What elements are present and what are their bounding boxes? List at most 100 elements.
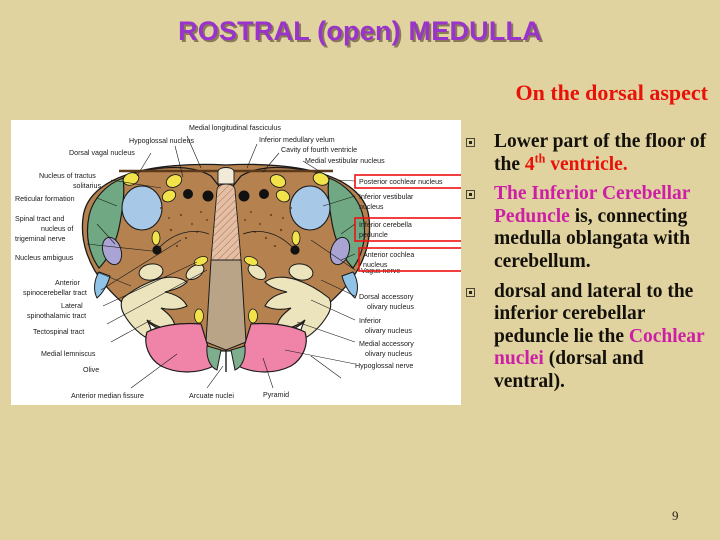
- ventricle-apex: [217, 167, 235, 185]
- label-inferior-vestibular-2: nucleus: [359, 203, 384, 211]
- label-arcuate-nuclei: Arcuate nuclei: [189, 392, 234, 400]
- slide-subtitle: On the dorsal aspect: [515, 80, 709, 105]
- list-item[interactable]: Lower part of the floor of the 4th ventr…: [466, 131, 714, 176]
- dot-mlf-right: [238, 190, 250, 202]
- internal-arcuate-fibers-right: [242, 231, 296, 251]
- bullet-text-2: The Inferior Cerebellar Peduncle is, con…: [475, 183, 714, 273]
- label-medial-lemniscus: Medial lemniscus: [41, 350, 96, 358]
- label-hypoglossal-nucleus: Hypoglossal nucleus: [129, 137, 195, 145]
- left-inferior-olivary-nucleus: [120, 276, 188, 341]
- bullet-text-3: dorsal and lateral to the inferior cereb…: [475, 281, 714, 394]
- label-tectospinal-tract: Tectospinal tract: [33, 328, 84, 336]
- label-nucleus-ambiguus: Nucleus ambiguus: [15, 254, 74, 262]
- list-item[interactable]: dorsal and lateral to the inferior cereb…: [466, 281, 714, 394]
- left-nucleus-tractus-solitarius: [161, 189, 177, 203]
- label-cavity-of-fourth-ventricle: Cavity of fourth ventricle: [281, 146, 357, 154]
- label-posterior-cochlear-nucleus: Posterior cochlear nucleus: [359, 178, 443, 186]
- bullet-1-run-1: 4: [524, 153, 535, 175]
- bullet-list: Lower part of the floor of the 4th ventr…: [466, 131, 714, 401]
- label-nucleus-tractus-solitarius-1: Nucleus of tractus: [39, 172, 96, 180]
- label-hypoglossal-nerve: Hypoglossal nerve: [355, 362, 413, 370]
- label-medial-accessory-olivary-1: Medial accessory: [359, 340, 414, 348]
- dot-mlf-left2: [202, 190, 214, 202]
- bullet-2-run-1: is, connecting medulla oblangata with ce…: [494, 205, 691, 273]
- label-inferior-cerebellar-peduncle-1: Inferior cerebella: [359, 221, 412, 229]
- raphe-hatch: [211, 184, 241, 260]
- left-anterior-spinocerebellar-tract: [94, 271, 111, 299]
- label-inferior-medullary-velum: Inferior medullary velum: [259, 136, 335, 144]
- bullet-1-run-3: ventricle.: [545, 153, 628, 175]
- label-medial-accessory-olivary-2: olivary nucleus: [365, 350, 412, 358]
- medial-lemniscus-band: [205, 259, 247, 351]
- left-dorsal-accessory-olivary-nucleus: [138, 263, 164, 281]
- anatomy-drawing: [81, 163, 371, 373]
- label-dorsal-accessory-olivary-2: olivary nucleus: [367, 303, 414, 311]
- right-spinal-trigeminal-tract: [329, 236, 351, 266]
- dot-mlf-right2: [259, 189, 269, 199]
- label-anterior-cochlear-nucleus-1: Anterior cochlea: [363, 251, 414, 259]
- label-dorsal-accessory-olivary-1: Dorsal accessory: [359, 293, 414, 301]
- left-tectospinal-oval: [291, 230, 301, 246]
- bullet-1-run-0: Lower part of the floor of the: [494, 131, 707, 175]
- label-inferior-olivary-1: Inferior: [359, 317, 382, 325]
- label-dorsal-vagal-nucleus: Dorsal vagal nucleus: [69, 149, 135, 157]
- label-medial-vestibular-nucleus: Medial vestibular nucleus: [305, 157, 385, 165]
- right-medial-accessory-olivary-nucleus: [247, 263, 267, 281]
- bullet-2-run-0: The Inferior Cerebellar Peduncle: [494, 183, 691, 227]
- label-anterior-spinocerebellar-1: Anterior: [55, 279, 80, 287]
- right-small-yellow-nucleus: [243, 256, 259, 266]
- label-anterior-spinocerebellar-2: spinocerebellar tract: [23, 289, 87, 297]
- left-arcuate-nucleus: [206, 345, 222, 371]
- left-hypoglossal-nucleus: [165, 174, 183, 188]
- label-medial-longitudinal-fasciculus: Medial longitudinal fasciculus: [189, 124, 281, 132]
- label-olive: Olive: [83, 366, 99, 374]
- label-reticular-formation: Reticular formation: [15, 195, 75, 203]
- label-spinal-tract-3: trigeminal nerve: [15, 235, 66, 243]
- right-yellow-oval-low: [248, 308, 258, 324]
- label-inferior-olivary-2: olivary nucleus: [365, 327, 412, 335]
- left-yellow-oval-low: [194, 308, 204, 324]
- medulla-cross-section-figure: Medial longitudinal fasciculus Hypogloss…: [11, 120, 461, 405]
- label-spinal-tract-2: nucleus of: [41, 225, 73, 233]
- square-bullet-icon: [466, 287, 475, 297]
- bullet-3-run-0: dorsal and lateral to the inferior cereb…: [494, 280, 694, 347]
- left-medial-accessory-olivary-nucleus: [185, 263, 205, 281]
- right-inferior-olivary-nucleus: [264, 276, 332, 341]
- bullet-text-1: Lower part of the floor of the 4th ventr…: [475, 131, 714, 176]
- left-tectospinal-oval2: [151, 230, 161, 246]
- label-anterior-cochlear-nucleus-2: nucleus: [363, 261, 388, 269]
- right-medial-vestibular-nucleus: [289, 185, 331, 231]
- highlight-inferior-cerebellar-peduncle: [354, 217, 461, 242]
- label-lateral-spinothalamic-2: spinothalamic tract: [27, 312, 86, 320]
- square-bullet-icon: [466, 190, 475, 200]
- label-inferior-vestibular-1: Inferior vestibular: [359, 193, 414, 201]
- right-hypoglossal-nucleus: [269, 174, 287, 188]
- left-pyramid: [145, 322, 215, 373]
- bullet-3-run-1: Cochlear nuclei: [494, 325, 705, 370]
- highlight-posterior-cochlear-nucleus: [354, 174, 461, 189]
- right-anterior-spinocerebellar-tract: [341, 271, 358, 299]
- right-nucleus-tractus-solitarius: [275, 189, 291, 203]
- left-spinal-trigeminal-tract: [101, 236, 123, 266]
- list-item[interactable]: The Inferior Cerebellar Peduncle is, con…: [466, 183, 714, 273]
- highlight-anterior-cochlear-nucleus: [358, 247, 461, 272]
- red-highlight-boxes: [354, 174, 461, 272]
- figure-label-text: Medial longitudinal fasciculus Hypogloss…: [15, 124, 443, 400]
- square-bullet-icon: [466, 138, 475, 147]
- right-dorsal-accessory-olivary-nucleus: [288, 263, 314, 281]
- label-inferior-cerebellar-peduncle-2: peduncle: [359, 231, 388, 239]
- label-anterior-median-fissure: Anterior median fissure: [71, 392, 144, 400]
- label-nucleus-tractus-solitarius-2: solitarius: [73, 182, 101, 190]
- dot-mlf-left: [183, 189, 193, 199]
- leader-lines: [86, 135, 356, 389]
- bullet-3-run-2: (dorsal and ventral).: [494, 348, 644, 393]
- label-lateral-spinothalamic-1: Lateral: [61, 302, 83, 310]
- left-medial-vestibular-nucleus: [121, 185, 163, 231]
- internal-arcuate-fibers-left: [156, 231, 210, 251]
- label-spinal-tract-1: Spinal tract and: [15, 215, 64, 223]
- page-number: 9: [672, 508, 679, 523]
- page-title: ROSTRAL (open) MEDULLA: [178, 16, 542, 46]
- bullet-1-run-2: th: [534, 151, 546, 166]
- right-pyramid: [237, 322, 307, 373]
- label-pyramid: Pyramid: [263, 391, 289, 399]
